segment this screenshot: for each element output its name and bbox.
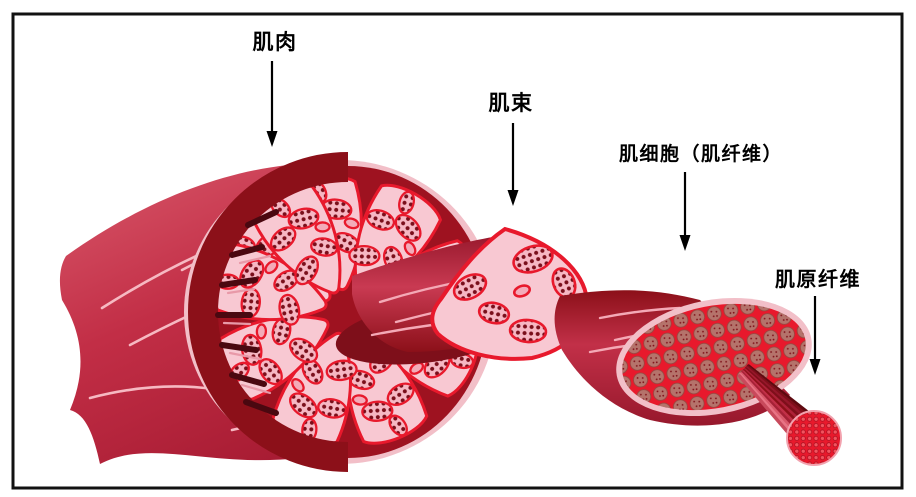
annotations: 肌肉 肌束 肌细胞（肌纤维） 肌原纤维 (253, 30, 861, 375)
arrowhead-muscle-cell (679, 235, 691, 251)
cut-rim (188, 152, 349, 472)
label-myofibril: 肌原纤维 (775, 267, 861, 291)
arrowhead-fascicle (507, 190, 519, 206)
cut-rim-striations (215, 209, 279, 416)
myofibril-cut-face (786, 410, 842, 466)
arrowhead-muscle (266, 131, 278, 147)
label-muscle: 肌肉 (253, 30, 298, 54)
muscle-cross-section (184, 152, 496, 472)
label-muscle-cell: 肌细胞（肌纤维） (619, 142, 783, 165)
myofibril (737, 364, 842, 466)
fascicle (335, 226, 590, 365)
label-fascicle: 肌束 (489, 91, 534, 115)
arrowhead-myofibril (809, 359, 821, 375)
cut-rim-highlights (222, 254, 272, 395)
